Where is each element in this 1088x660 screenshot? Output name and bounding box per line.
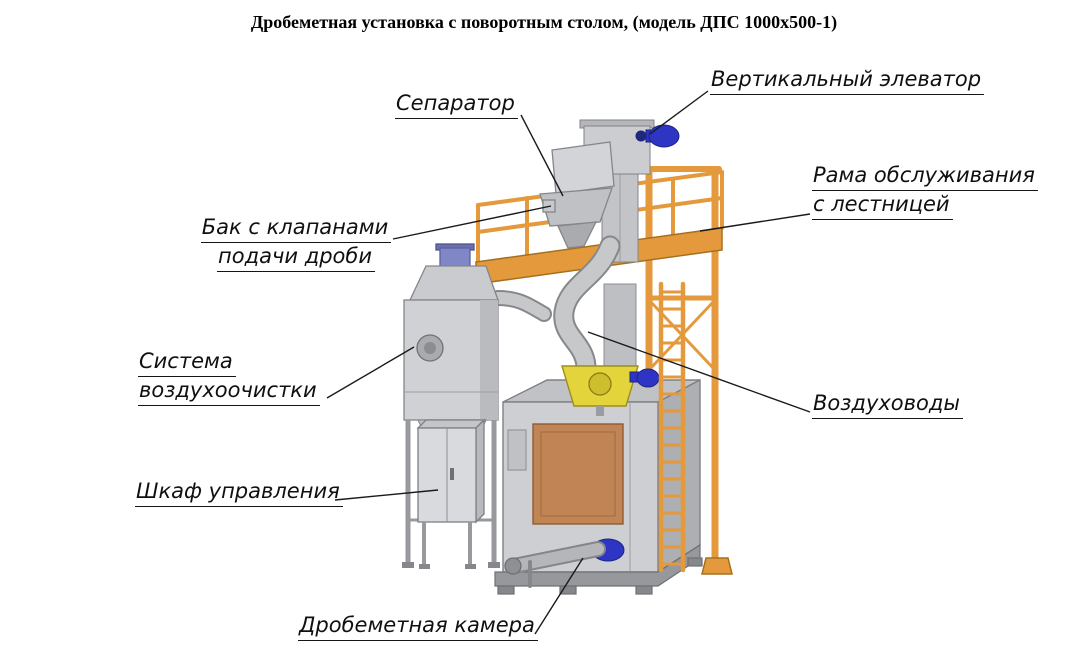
turntable-drive (561, 365, 639, 416)
label-elevator: Вертикальный элеватор (710, 66, 985, 95)
leader-separator (520, 114, 564, 197)
leader-air-cleaning (326, 346, 415, 399)
leader-shot-tank (392, 205, 552, 240)
service-ladder (658, 281, 686, 573)
label-control-cabinet: Шкаф управления (135, 478, 343, 507)
leader-blast-chamber (534, 557, 584, 635)
screw-conveyor (504, 541, 606, 588)
leader-air-ducts (587, 331, 811, 413)
label-service-frame: Рама обслуживания с лестницей (812, 162, 1038, 220)
chamber-base (494, 543, 703, 595)
label-air-cleaning: Система воздухоочистки (138, 348, 320, 406)
leader-lines (326, 90, 811, 635)
separator-part (539, 141, 615, 249)
chamber-door (532, 423, 624, 525)
leader-elevator (649, 90, 709, 135)
control-cabinet-box (416, 418, 486, 569)
label-separator: Сепаратор (395, 90, 518, 119)
label-blast-chamber: Дробеметная камера (298, 612, 538, 641)
leader-service-frame (699, 213, 811, 232)
diagram-title: Дробеметная установка с поворотным столо… (250, 12, 838, 32)
label-shot-tank: Бак с клапанами подачи дроби (196, 214, 396, 272)
leader-control-cabinet (334, 489, 439, 501)
label-air-ducts: Воздуховоды (812, 390, 963, 419)
